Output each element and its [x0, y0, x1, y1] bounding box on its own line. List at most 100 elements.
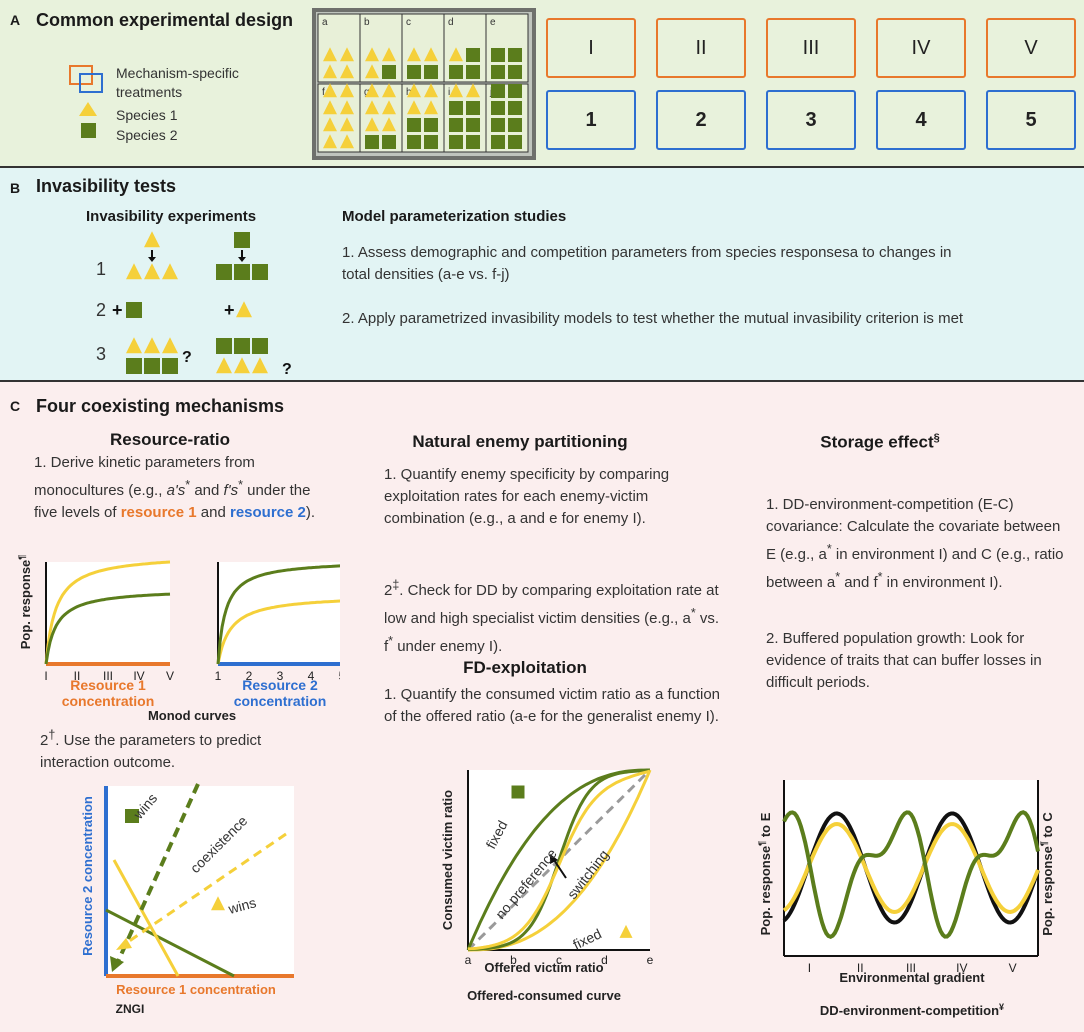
species2-square [449, 65, 463, 79]
panel-letter: C [10, 398, 21, 414]
species2-square [466, 118, 480, 132]
model-title: Model parameterization studies [342, 208, 567, 225]
species1-triangle [449, 47, 463, 62]
species2-square [234, 232, 250, 248]
tick-label: 5 [339, 669, 340, 683]
treatment-box-blue: 2 [656, 90, 746, 150]
species1-triangle [211, 896, 225, 911]
species1-triangle [216, 357, 232, 374]
zngi-ylabel: Resource 2 concentration [80, 796, 95, 956]
treatment-box-orange: IV [876, 18, 966, 78]
legend-species2: Species 2 [116, 127, 178, 143]
ne-step1: 1. Quantify enemy specificity by compari… [384, 466, 670, 527]
legend-treatments: Mechanism-specific treatments [116, 65, 239, 100]
legend-icons [69, 65, 103, 138]
tick-label: d [601, 953, 608, 967]
species2-square [491, 101, 505, 115]
rr-step1: 1. Derive kinetic parameters from monocu… [34, 452, 324, 524]
species2-square [508, 48, 522, 62]
monod-xlabel2: Resource 2 [242, 677, 318, 693]
fd-xlabel: Offered victim ratio [484, 960, 603, 975]
fd-caption: Offered-consumed curve [467, 988, 621, 1003]
species2-square [126, 358, 142, 374]
species2-square [508, 84, 522, 98]
species2-square [491, 135, 505, 149]
rr-step1-text: under the five levels of [34, 482, 311, 521]
se-caption: DD-environment-competition¥ [820, 1002, 1004, 1018]
species1-triangle [323, 47, 337, 62]
species2-square [126, 302, 142, 318]
species2-square-icon [81, 123, 96, 138]
species1-triangle [466, 83, 480, 98]
tick-label: V [166, 669, 174, 683]
rr-step1-text: ). [305, 504, 316, 521]
star: * [238, 478, 243, 492]
plus-sign: + [224, 300, 235, 320]
species2-square [234, 264, 250, 280]
species2-square [424, 135, 438, 149]
row-label: 3 [96, 344, 106, 364]
cell-label: d [448, 17, 454, 28]
se-black-curve [782, 811, 1040, 925]
tick-label: IV [956, 961, 967, 975]
arrow-head [148, 257, 156, 262]
species2-square [491, 65, 505, 79]
species1-triangle [424, 47, 438, 62]
treatment-box-orange: V [986, 18, 1076, 78]
species1-triangle [365, 117, 379, 132]
se-green-curve [782, 810, 1040, 939]
species1-triangle [126, 337, 142, 354]
species1-triangle [340, 117, 354, 132]
switching-arrowhead [550, 854, 558, 864]
species1-triangle [619, 924, 633, 938]
tick-label: 4 [308, 669, 315, 683]
species2-square [162, 358, 178, 374]
wins-label-yellow: wins [226, 894, 258, 917]
treatment-box-blue: 5 [986, 90, 1076, 150]
zngi-species2 [105, 908, 235, 978]
species2-square [252, 264, 268, 280]
species1-triangle [407, 47, 421, 62]
tick-label: a [465, 953, 472, 967]
tick-label: 3 [277, 669, 284, 683]
vector-arrowhead [116, 938, 132, 950]
tick-label: c [556, 953, 562, 967]
species2-square [382, 65, 396, 79]
species1-triangle [234, 357, 250, 374]
species2-square [125, 809, 139, 823]
tick-label: e [647, 953, 654, 967]
species1-triangle [126, 263, 142, 280]
vector-arrowhead [110, 956, 124, 972]
treatment-box-blue: 4 [876, 90, 966, 150]
monod-ylabel: Pop. response¶ [17, 555, 33, 650]
question-mark: ? [282, 361, 292, 378]
species1-triangle [162, 337, 178, 354]
species2-square [449, 101, 463, 115]
ne-title: Natural enemy partitioning [412, 432, 628, 451]
tick-label: I [808, 961, 811, 975]
monod-xlabel2-2: concentration [234, 693, 327, 709]
monod-caption: Monod curves [148, 708, 236, 722]
species2-curve [44, 592, 171, 665]
species1-triangle [323, 64, 337, 79]
tick-label: b [510, 953, 517, 967]
species2-square [407, 118, 421, 132]
model-step2: 2. Apply parametrized invasibility model… [342, 310, 964, 327]
cell-label: h [406, 87, 412, 98]
cell-label: j [489, 87, 492, 98]
species1-triangle [236, 301, 252, 318]
consumption-vector-yellow [121, 832, 287, 948]
species2-square [466, 135, 480, 149]
treatment-box-blue: 1 [546, 90, 636, 150]
se-yellow-curve [782, 821, 1040, 915]
zngi-species1 [112, 859, 180, 977]
species2-square [424, 65, 438, 79]
species2-square [216, 338, 232, 354]
species1-curve [44, 560, 171, 665]
plot-bg [784, 780, 1038, 956]
treatment-box-orange: II [656, 18, 746, 78]
tick-label: II [857, 961, 864, 975]
species2-square [491, 118, 505, 132]
tick-label: V [1009, 961, 1017, 975]
invasibility-diagram: 1 2 3 + + ? ? [96, 231, 292, 378]
